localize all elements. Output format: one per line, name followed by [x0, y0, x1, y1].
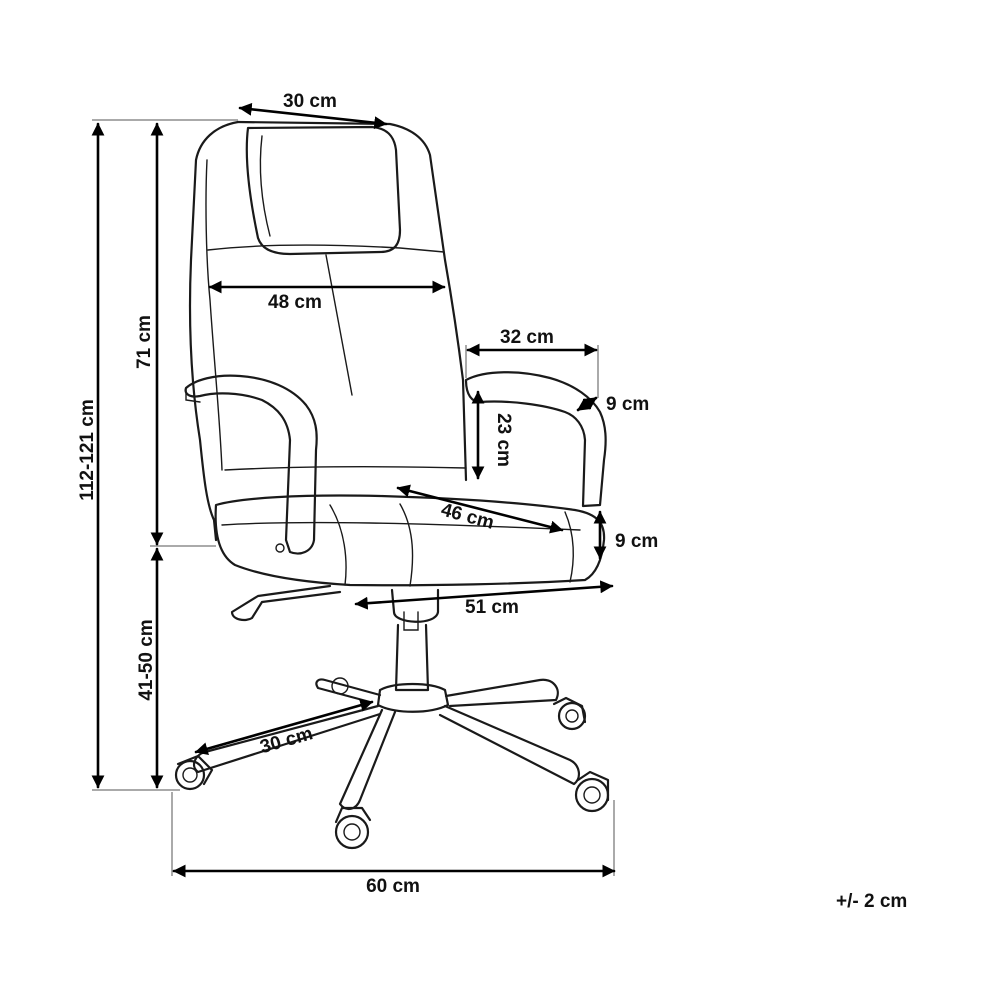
label-armrest-depth: 32 cm — [500, 327, 554, 348]
casters — [174, 677, 610, 850]
headrest — [245, 125, 402, 256]
label-base-width: 60 cm — [366, 876, 420, 897]
label-armrest-width: 9 cm — [606, 394, 649, 415]
label-leg-length: 30 cm — [258, 723, 316, 758]
gas-lift — [390, 588, 440, 623]
label-backrest-height: 71 cm — [134, 315, 155, 369]
label-total-height: 112-121 cm — [77, 399, 98, 500]
label-seat-height: 41-50 cm — [136, 619, 157, 700]
left-armrest — [184, 374, 318, 555]
tilt-lever — [230, 584, 342, 622]
extension-lines — [92, 119, 615, 876]
star-base — [192, 678, 580, 810]
label-backrest-width: 48 cm — [268, 292, 322, 313]
label-tolerance: +/- 2 cm — [836, 891, 907, 912]
label-headrest-width: 30 cm — [283, 91, 337, 112]
label-armrest-height: 23 cm — [493, 413, 514, 467]
backrest — [188, 120, 240, 542]
right-armrest — [464, 371, 607, 508]
label-seat-thickness: 9 cm — [615, 531, 658, 552]
dimension-arrows — [91, 102, 616, 878]
label-seat-width: 51 cm — [465, 597, 519, 618]
seat — [214, 494, 606, 587]
chair-outline — [174, 120, 610, 850]
